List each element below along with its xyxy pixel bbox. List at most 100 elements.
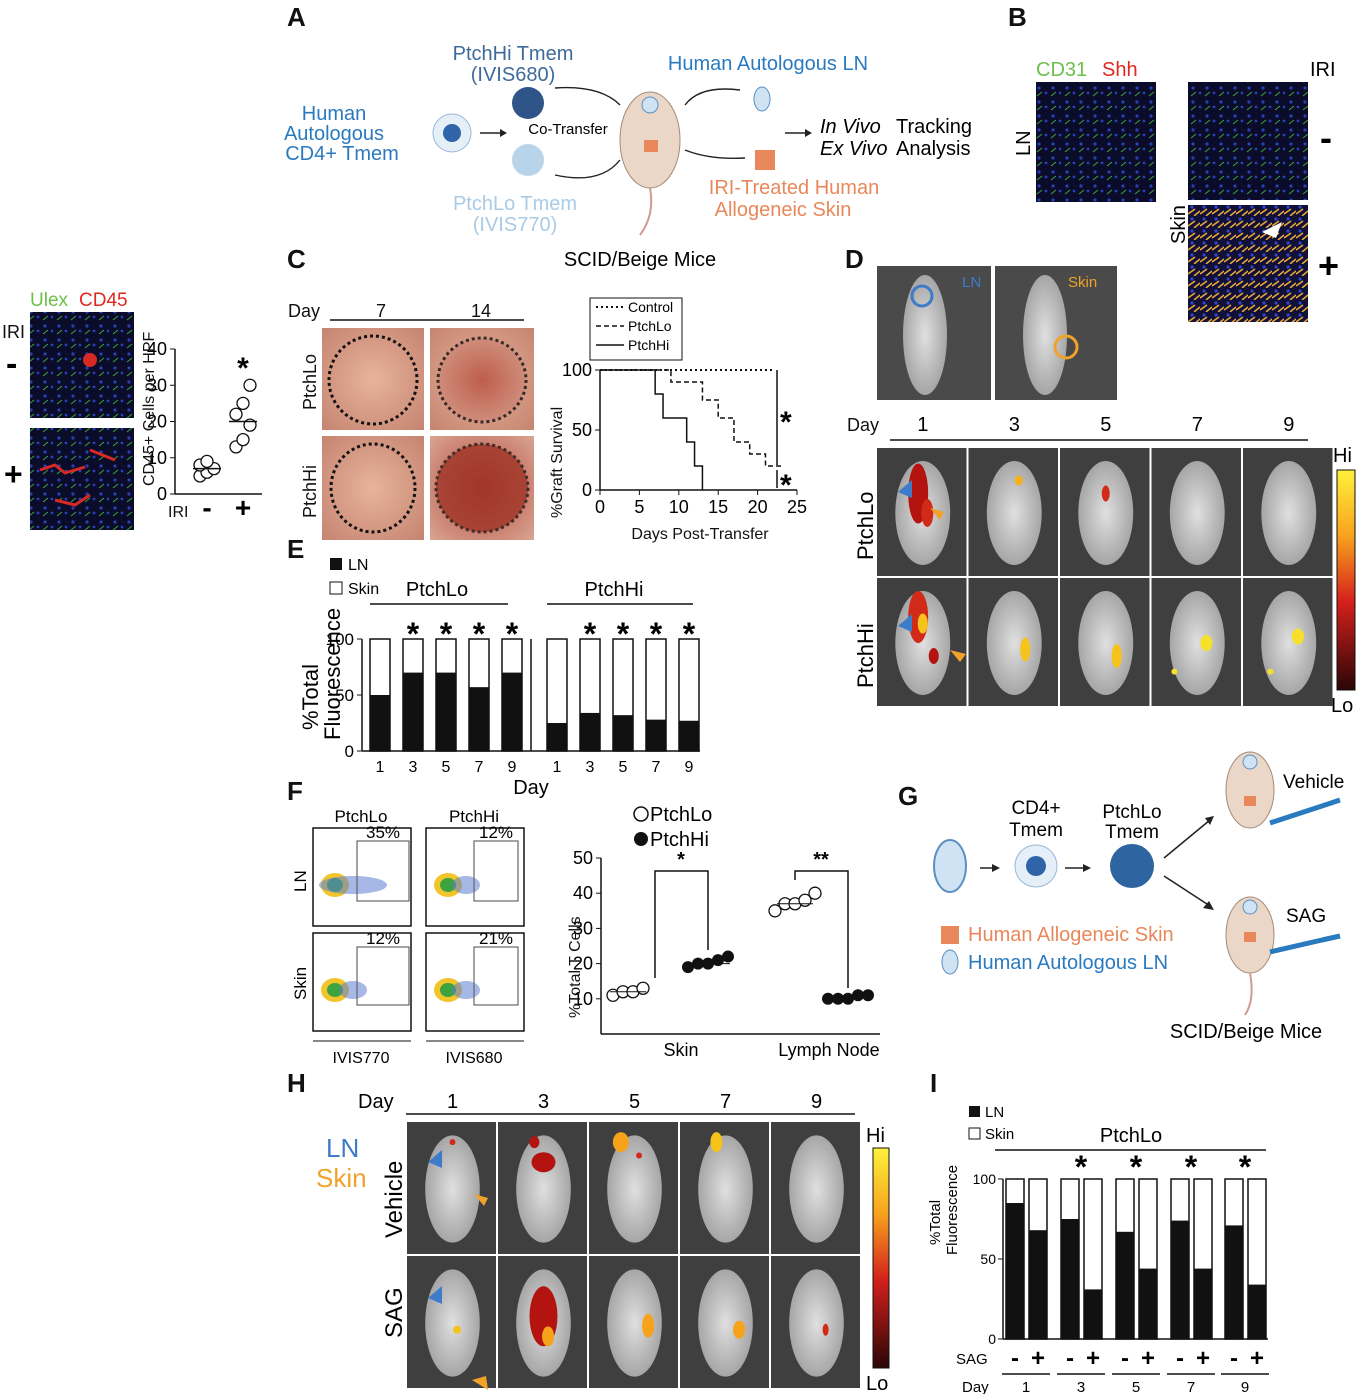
flow-scatter — [452, 981, 480, 999]
significance-star: * — [1185, 1149, 1198, 1185]
blue-arrow-icon — [428, 1150, 442, 1168]
fluorescence-signal — [917, 613, 928, 634]
d-ln-circle — [910, 284, 934, 308]
point-ptchhi — [682, 961, 694, 974]
point-ptchhi — [862, 989, 874, 1002]
y-tick-label: 50 — [335, 686, 354, 705]
y-tick-label: 0 — [345, 742, 354, 761]
day-label: 5 — [629, 1091, 640, 1113]
point-ptchhi — [842, 992, 854, 1005]
bar-ln — [436, 672, 456, 751]
data-point — [236, 396, 250, 411]
c-ptchlo-label: PtchLo — [300, 354, 320, 410]
panel-label-f: F — [287, 776, 303, 806]
significance-star: * — [1239, 1149, 1252, 1185]
left-ylabel: CD45+ Cells per HPF — [141, 332, 158, 487]
point-ptchlo — [768, 904, 782, 918]
g-lo-2: Tmem — [1105, 822, 1159, 843]
fluorescence-signal — [531, 1152, 556, 1173]
gate-percent: 12% — [366, 929, 400, 948]
x-category: Skin — [663, 1040, 698, 1060]
x-tick-label: 10 — [669, 497, 689, 517]
sag-sign: - — [1011, 1345, 1019, 1372]
day-label: 3 — [538, 1091, 549, 1113]
panel-g: G CD4+ Tmem PtchLo Tmem Vehicle SAG Huma… — [898, 751, 1344, 1043]
x-tick-label: 3 — [409, 759, 418, 776]
legend-control: Control — [628, 299, 673, 315]
e-ylabel-2: Fluorescence — [320, 608, 345, 740]
sag-sign: - — [1176, 1345, 1184, 1372]
sag-sign: + — [1141, 1345, 1155, 1372]
day-label: 5 — [1100, 414, 1111, 436]
c-day14: 14 — [471, 301, 491, 321]
panel-i: I LN Skin PtchLo 050100-+1-+3*-+5*-+7*-+… — [927, 1068, 1269, 1394]
fluorescence-signal — [529, 1136, 540, 1149]
analysis-label: Analysis — [896, 138, 970, 160]
significance-star: * — [1130, 1149, 1143, 1185]
flow-plot — [425, 932, 525, 1032]
iri-label: IRI — [2, 322, 25, 342]
point-ptchlo — [798, 893, 812, 907]
g-mice-label: SCID/Beige Mice — [1170, 1021, 1322, 1043]
g-sag-label: SAG — [1286, 906, 1326, 927]
fluorescence-signal — [710, 1132, 723, 1153]
gate-percent: 12% — [479, 823, 513, 842]
cd4-line2: Autologous — [284, 123, 384, 145]
b-shh-label: Shh — [1102, 59, 1138, 81]
g-skin-legend: Human Allogeneic Skin — [968, 924, 1174, 946]
f-ylabel: %Total T Cells — [567, 916, 584, 1018]
orange-arrow-icon — [950, 650, 966, 662]
e-xlabel: Day — [513, 777, 549, 799]
bar-ln — [1225, 1225, 1243, 1339]
h-vehicle-label: Vehicle — [381, 1161, 408, 1238]
flow-density-core — [440, 878, 456, 892]
h-lo-label: Lo — [866, 1373, 888, 1394]
fluorescence-signal — [733, 1320, 746, 1339]
fluorescence-signal — [1111, 644, 1122, 668]
d-day-label: Day — [847, 415, 879, 435]
fluorescence-signal — [1101, 485, 1110, 502]
d-skin-circle — [1053, 334, 1079, 360]
f-x2: IVIS680 — [446, 1050, 503, 1067]
c-star-1: * — [780, 406, 792, 439]
ln-icon-a — [753, 86, 771, 112]
ptchlo-line2: (IVIS770) — [473, 214, 557, 236]
significance-star: * — [584, 616, 597, 652]
b-skin-plus-micrograph — [1188, 205, 1308, 322]
h-colorbar — [872, 1147, 890, 1369]
sag-sign: + — [1086, 1345, 1100, 1372]
day-label: 7 — [1187, 1379, 1195, 1394]
flow-gate — [356, 946, 410, 1006]
c-graft-lo-d7 — [322, 328, 424, 430]
bar-ln — [1194, 1268, 1212, 1339]
x-tick-label: 15 — [708, 497, 728, 517]
y-tick-label: 0 — [582, 480, 592, 500]
y-tick-label: 50 — [572, 420, 592, 440]
bar-ln — [1061, 1219, 1079, 1339]
g-ln-icon — [933, 839, 967, 893]
c-ylabel: %Graft Survival — [549, 407, 566, 518]
bar-ln — [1116, 1231, 1134, 1339]
c-graft-hi-d7 — [322, 436, 424, 540]
mouse-body — [1078, 591, 1134, 695]
i-sag-label: SAG — [956, 1351, 988, 1368]
bar-ln — [403, 672, 423, 751]
x-tick-label: 25 — [787, 497, 807, 517]
panel-a: A Human Autologous CD4+ Tmem PtchHi Tmem… — [284, 2, 972, 271]
fluorescence-signal — [1171, 668, 1178, 675]
legend-ptchlo: PtchLo — [628, 318, 672, 334]
h-hi-label: Hi — [866, 1125, 885, 1147]
blue-arrow-icon — [898, 480, 912, 498]
y-tick-label: 30 — [147, 375, 167, 395]
ptchhi-line2: (IVIS680) — [471, 64, 555, 86]
d-colorbar — [1336, 469, 1356, 691]
bar-ln — [1139, 1268, 1157, 1339]
x-tick-label: 7 — [475, 759, 484, 776]
mouse-body — [1169, 591, 1225, 695]
x-tick-label: 5 — [619, 759, 628, 776]
fluorescence-signal — [928, 648, 939, 664]
